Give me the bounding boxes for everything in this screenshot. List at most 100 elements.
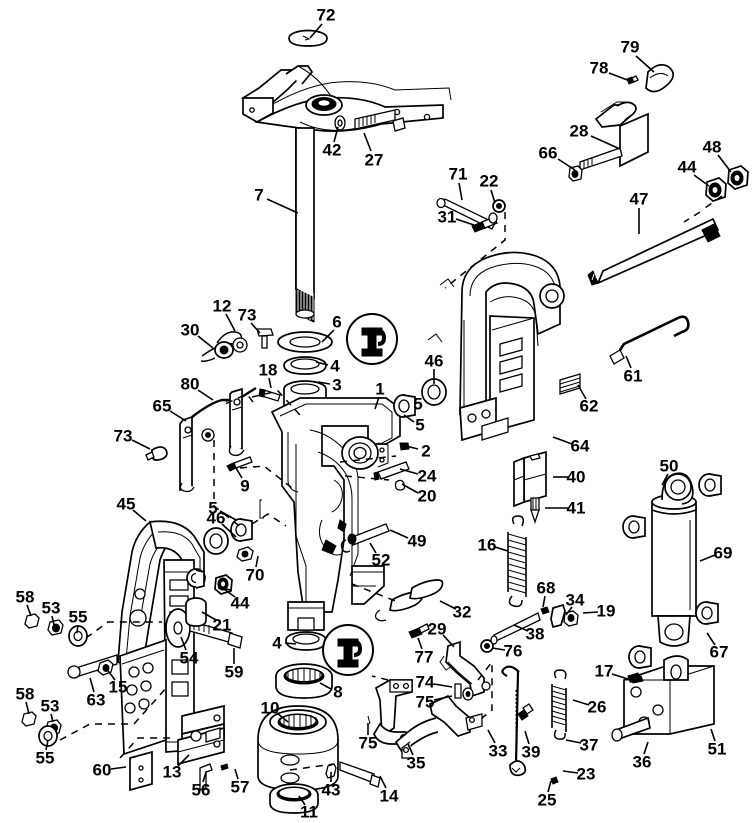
part-callout-9: 9 [240,476,250,496]
part-24-pin [373,461,410,481]
part-callout-35: 35 [406,753,426,773]
part-callout-26: 26 [587,697,607,717]
part-callout-70: 70 [245,565,265,585]
part-callout-44b: 44 [230,593,250,613]
part-callout-50: 50 [659,456,679,476]
part-callout-34: 34 [565,590,585,610]
part-callout-55a: 55 [68,607,88,627]
part-callout-63: 63 [86,690,106,710]
part-callout-15: 15 [108,677,128,697]
part-callout-72: 72 [316,5,336,25]
part-callout-23: 23 [576,764,596,784]
part-78-screw [626,75,639,85]
part-31-screw [471,212,498,233]
part-callout-52: 52 [371,550,391,570]
part-callout-36: 36 [632,752,652,772]
part-callout-24: 24 [417,466,437,486]
part-callout-55b: 55 [35,748,55,768]
part-42-washer [334,115,346,131]
part-callout-62: 62 [579,396,599,416]
part-callout-40: 40 [566,467,586,487]
part-1-swivel-bracket [259,397,401,651]
part-35-linkage [367,679,413,745]
part-callout-58a: 58 [15,587,35,607]
assembly-guide-lines [59,195,723,771]
part-callout-13: 13 [162,762,182,782]
part-callout-25: 25 [537,790,557,810]
part-callout-75a: 75 [358,733,378,753]
part-36-pin [611,716,651,742]
part-6-washer [277,331,333,353]
part-16-spring [507,515,527,608]
part-callout-29: 29 [427,619,447,639]
part-callout-57: 57 [230,777,250,797]
part-45-stern-bracket [117,520,206,756]
part-40-block [513,450,547,508]
part-51-lower-bracket [623,655,715,735]
part-callout-19: 19 [596,601,616,621]
part-callout-73a: 73 [237,305,257,325]
part-callout-28: 28 [569,121,589,141]
part-callout-79: 79 [620,37,640,57]
part-callout-45: 45 [116,494,136,514]
part-41-bolt [530,497,540,525]
part-callout-74: 74 [415,672,435,692]
part-58b-nut [21,711,37,727]
part-callout-7: 7 [254,185,264,205]
part-44-nut [705,177,727,202]
part-callout-80: 80 [180,374,200,394]
part-23-nut [509,760,527,777]
part-callout-6: 6 [332,312,342,332]
part-callout-2: 2 [421,441,431,461]
part-49-pin [347,523,390,546]
part-callout-30: 30 [180,320,200,340]
part-callout-10: 10 [260,698,280,718]
part-55b-washer [38,725,58,747]
part-callout-53a: 53 [41,598,61,618]
part-callout-42: 42 [322,140,342,160]
part-callout-39: 39 [521,742,541,762]
part-callout-47: 47 [629,189,649,209]
part-callout-60: 60 [92,760,112,780]
part-callout-5c: 5 [413,394,423,414]
part-57-pin [220,763,229,771]
part-76-washer [480,639,494,653]
part-callout-38: 38 [525,624,545,644]
part-callout-5b: 5 [208,498,218,518]
part-8-bearing [275,663,333,699]
part-callout-76: 76 [503,641,523,661]
part-callout-21: 21 [212,615,232,635]
part-61-rod [609,315,690,365]
part-callout-4b: 4 [272,633,282,653]
part-47-shaft [587,217,721,286]
part-7-steering-shaft [240,65,452,323]
part-callout-16: 16 [477,535,497,555]
part-28-lever [579,101,649,171]
part-17-pin [627,672,641,683]
part-callout-71: 71 [448,164,468,184]
part-32-links [374,579,444,622]
part-73a-screw [256,328,274,349]
part-33-steering-link [394,694,483,759]
part-callout-17: 17 [594,661,614,681]
part-callout-54: 54 [179,648,199,668]
part-callout-68: 68 [536,578,556,598]
part-9-screw [226,456,253,472]
part-callout-41: 41 [566,498,586,518]
part-callout-66: 66 [538,143,558,163]
part-72-cap [288,29,328,47]
seal-symbol-inset-top [346,313,398,365]
part-69-shock [651,472,697,647]
part-44b-nut [214,574,233,595]
part-65-80-bracket [179,386,257,493]
seal-symbol-inset-bottom [322,624,374,676]
part-46b-washer [203,527,229,555]
part-62-spring [559,373,581,395]
part-callout-77: 77 [414,647,434,667]
part-callout-18: 18 [258,360,278,380]
part-callout-20: 20 [417,486,437,506]
part-20-clip [394,479,406,491]
part-50-bushings [622,473,722,539]
